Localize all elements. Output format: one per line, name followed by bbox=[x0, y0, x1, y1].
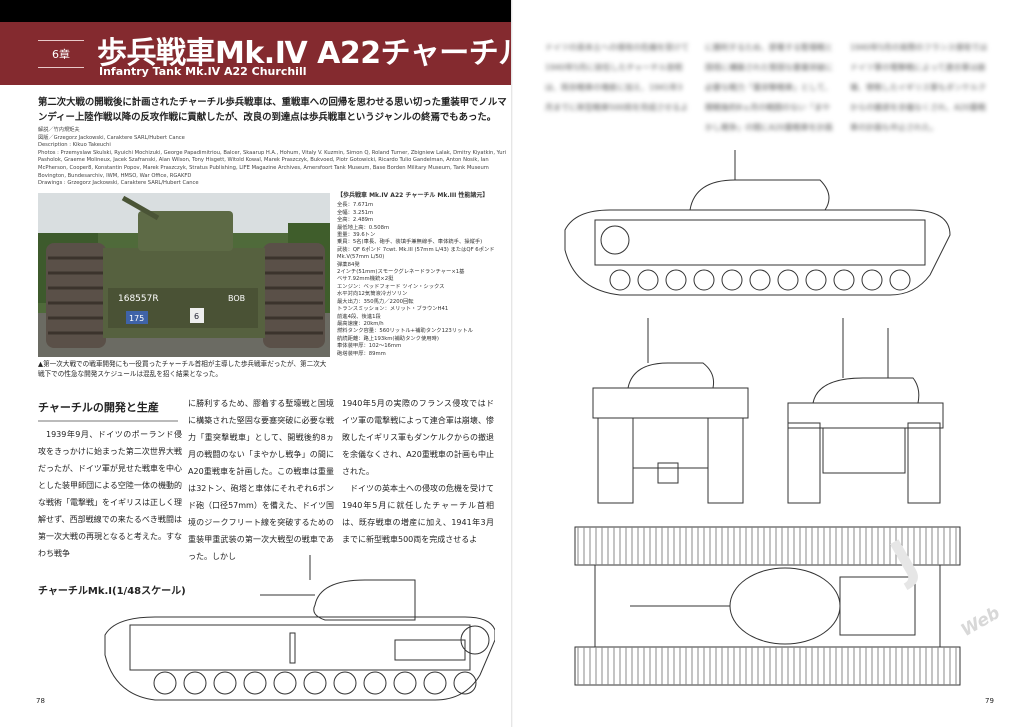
spec-line: 水平対向12気筒液冷ガソリン bbox=[337, 291, 408, 298]
tank-top-drawing bbox=[574, 526, 961, 686]
spec-line: 乗員：5名(車長、砲手、装填手兼無線手、車体銃手、操縦手) bbox=[337, 239, 483, 246]
road-wheel bbox=[637, 269, 659, 291]
road-wheel bbox=[183, 671, 207, 695]
spec-line: 砲塔装甲厚：89mm bbox=[337, 350, 386, 357]
spec-line: 車体装甲厚：102～16mm bbox=[337, 343, 402, 350]
tank-side-drawing-left bbox=[104, 555, 495, 701]
photo-marking: 6 bbox=[194, 312, 199, 321]
road-wheel bbox=[303, 671, 327, 695]
spec-line: 全高：2.489m bbox=[337, 217, 374, 224]
blurred-text-column: に勝利するため、膠着する塹壕戦と国境に構築された堅固な要塞突破に必要な戦力「重突… bbox=[705, 43, 833, 132]
road-wheel bbox=[805, 269, 827, 291]
spec-line: 全幅：3.251m bbox=[337, 209, 374, 216]
credits: 解説／竹内規矩夫 図版／Grzegorz Jackowski, Carakter… bbox=[38, 127, 508, 188]
road-wheel bbox=[665, 269, 687, 291]
spec-line: 弾薬84発 bbox=[337, 261, 360, 268]
spec-line: トランスミッション：メリット・ブラウンH41 bbox=[337, 306, 449, 313]
spec-line: 最高速度：20km/h bbox=[337, 320, 384, 327]
spec-line: 燃料タンク容量：560リットル+補助タンク123リットル bbox=[337, 328, 473, 335]
blurred-text-column: 1940年5月の実際のフランス侵攻ではドイツ軍の電撃戦によって連合軍は崩壊、惨敗… bbox=[850, 43, 988, 132]
body-paragraph: 1940年5月の実際のフランス侵攻ではドイツ軍の電撃戦によって連合軍は崩壊、惨敗… bbox=[342, 399, 494, 476]
page-gutter bbox=[511, 0, 513, 727]
photo-marking: 168557R bbox=[118, 294, 159, 304]
spec-line: 前進4段、後進1段 bbox=[337, 313, 381, 320]
drawing-title: チャーチルMk.Ⅰ(1/48スケール) bbox=[38, 586, 186, 597]
road-wheel bbox=[423, 671, 447, 695]
credit-line: Photos : Przemyslaw Skulski, Ryuichi Moc… bbox=[38, 149, 507, 179]
blurred-text-column: ドイツの英本土への侵攻の危機を受けて1940年5月に就任したチャーチル首相は、既… bbox=[545, 43, 689, 112]
road-wheel bbox=[861, 269, 883, 291]
credit-line: 図版／Grzegorz Jackowski, Caraktere SARL/Hu… bbox=[38, 134, 185, 141]
road-wheel bbox=[393, 671, 417, 695]
tank-front-drawing bbox=[592, 318, 749, 504]
page-number-right: 79 bbox=[985, 697, 994, 705]
road-wheel bbox=[749, 269, 771, 291]
credit-line: 解説／竹内規矩夫 bbox=[38, 127, 80, 133]
page-subtitle: Infantry Tank Mk.IV A22 Churchill bbox=[99, 65, 307, 78]
road-wheel bbox=[213, 671, 237, 695]
tank-side-drawing bbox=[564, 150, 951, 296]
road-wheel bbox=[363, 671, 387, 695]
chapter-label: 6章 bbox=[38, 40, 84, 68]
road-wheel bbox=[453, 671, 477, 695]
road-wheel bbox=[609, 269, 631, 291]
road-wheel bbox=[153, 671, 177, 695]
road-wheel bbox=[333, 671, 357, 695]
body-column-1: 1939年9月、ドイツのポーランド侵攻をきっかけに始まった第二次世界大戦だったが… bbox=[38, 430, 182, 558]
tank-photo: 168557R 175 6 BOB bbox=[38, 193, 330, 357]
spec-line: 航続距離：路上193km(補助タンク使用時) bbox=[337, 335, 439, 342]
spec-table: 【歩兵戦車 Mk.IV A22 チャーチル Mk.III 性能諸元】 全長：7.… bbox=[337, 192, 510, 358]
credit-line: Description : Kikuo Takeuchi bbox=[38, 142, 111, 149]
body-column-3: 1940年5月の実際のフランス侵攻ではドイツ軍の電撃戦によって連合軍は崩壊、惨敗… bbox=[342, 395, 494, 548]
body-column-2: に勝利するため、膠着する塹壕戦と国境に構築された堅固な要塞突破に必要な戦力「重突… bbox=[188, 399, 334, 561]
page-number-left: 78 bbox=[36, 697, 45, 705]
section-heading: チャーチルの開発と生産 bbox=[38, 399, 178, 422]
spec-line: 2インチ(51mm)スモークグレネードランチャー×1基 bbox=[337, 269, 465, 276]
spec-line: エンジン：ベッドフォード ツイン・シックス bbox=[337, 283, 445, 290]
spec-line: 全長：7.671m bbox=[337, 202, 374, 209]
spec-line: 重量：39.6トン bbox=[337, 232, 376, 239]
chapter-title-band bbox=[0, 22, 512, 85]
spec-line: 武装：QF 6ポンド 7cwt. Mk.III (57mm L/43) またはQ… bbox=[337, 246, 495, 261]
photo-marking: 175 bbox=[129, 314, 144, 323]
credit-line: Drawings : Grzegorz Jackowski, Caraktere… bbox=[38, 180, 199, 187]
spec-line: 最低地上高：0.508m bbox=[337, 224, 390, 231]
road-wheel bbox=[777, 269, 799, 291]
body-paragraph: ドイツの英本土への侵攻の危機を受けて1940年5月に就任したチャーチル首相は、既… bbox=[342, 484, 494, 544]
page-title: 歩兵戦車Mk.Ⅳ A22チャーチル bbox=[97, 36, 528, 71]
top-black-bar bbox=[0, 0, 512, 22]
road-wheel bbox=[833, 269, 855, 291]
lead-paragraph: 第二次大戦の開戦後に計画されたチャーチル歩兵戦車は、重戦車への回帰を思わせる思い… bbox=[38, 97, 507, 123]
photo-caption: ▲第一次大戦での戦車開発にも一役買ったチャーチル首相が主導した歩兵戦車だったが、… bbox=[38, 360, 327, 378]
spec-heading: 【歩兵戦車 Mk.IV A22 チャーチル Mk.III 性能諸元】 bbox=[337, 192, 489, 199]
road-wheel bbox=[273, 671, 297, 695]
road-wheel bbox=[721, 269, 743, 291]
photo-marking: BOB bbox=[228, 294, 245, 303]
road-wheel bbox=[243, 671, 267, 695]
road-wheel bbox=[693, 269, 715, 291]
tank-rear-drawing bbox=[787, 318, 944, 504]
spec-line: 最大出力：350馬力／2200回転 bbox=[337, 298, 414, 305]
road-wheel bbox=[889, 269, 911, 291]
spec-line: ベサ7.92mm機銃×2挺 bbox=[337, 276, 394, 283]
